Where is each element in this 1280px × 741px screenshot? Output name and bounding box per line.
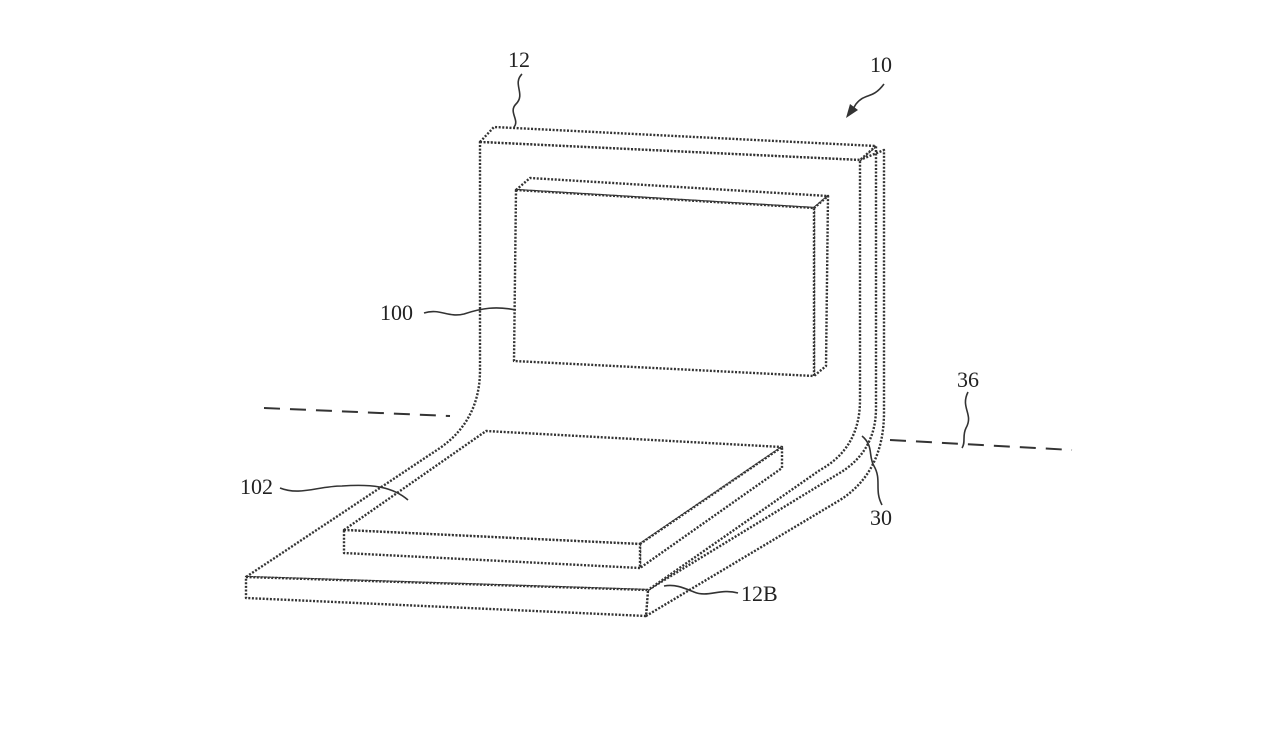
display-front-face xyxy=(512,188,816,378)
label-12b: 12B xyxy=(741,581,778,606)
label-100: 100 xyxy=(380,300,413,325)
leader-12 xyxy=(512,73,523,128)
display-right-face xyxy=(812,194,830,378)
label-10: 10 xyxy=(870,52,892,77)
label-36: 36 xyxy=(957,367,979,392)
hinge-axis-line-left xyxy=(263,407,451,417)
keyboard-front-face xyxy=(342,528,642,570)
label-12: 12 xyxy=(508,47,530,72)
leader-12b xyxy=(663,584,739,595)
leader-10 xyxy=(849,83,885,115)
lower-housing-front-face xyxy=(244,575,650,618)
arrowhead-10 xyxy=(846,104,858,118)
label-30: 30 xyxy=(870,505,892,530)
label-102: 102 xyxy=(240,474,273,499)
leader-100 xyxy=(423,307,517,316)
leader-30 xyxy=(861,435,883,506)
hinge-axis-line-right xyxy=(889,439,1073,451)
leader-102 xyxy=(279,484,409,501)
leader-36 xyxy=(961,391,970,449)
